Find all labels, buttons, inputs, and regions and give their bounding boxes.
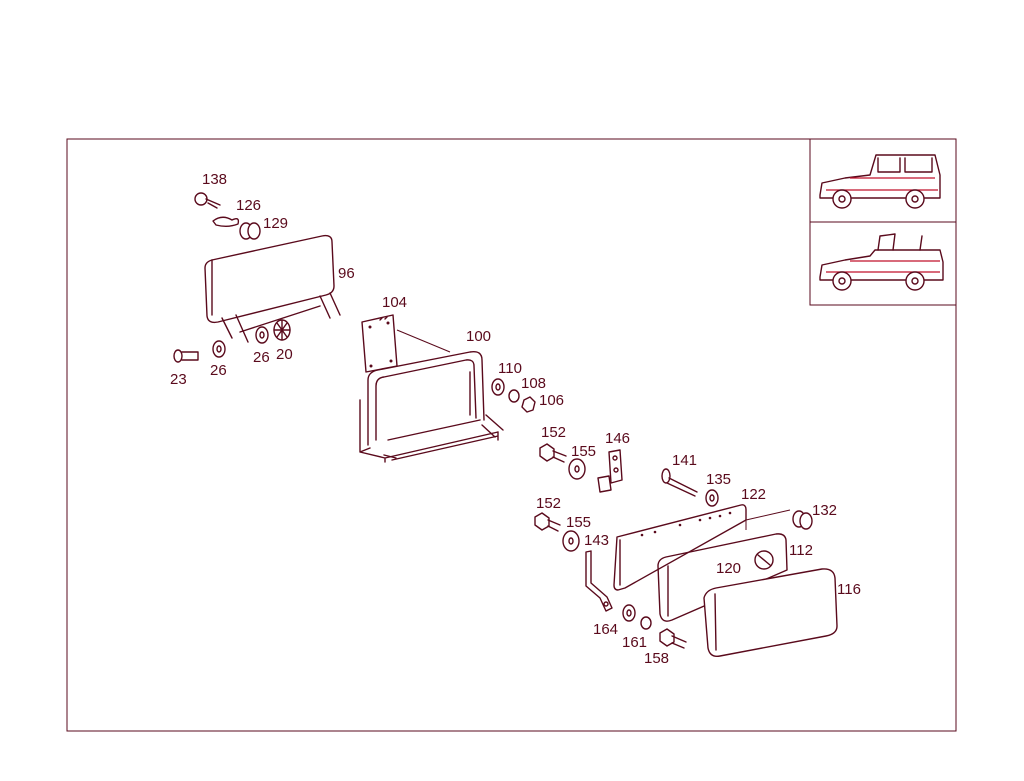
vehicle-hardtop-icon: [819, 154, 941, 209]
gear-20: [273, 319, 291, 341]
lockwasher-108: [508, 389, 520, 403]
label-104: 104: [382, 294, 407, 311]
label-132: 132: [812, 502, 837, 519]
leader-line-104: [396, 329, 451, 353]
label-126: 126: [236, 197, 261, 214]
label-116: 116: [837, 581, 861, 598]
plate-122: [613, 504, 791, 591]
cushion-112: [657, 533, 788, 622]
label-120: 120: [716, 560, 741, 577]
bracket-146: [597, 449, 623, 493]
cover-116: [703, 568, 838, 658]
vehicle-cabrio-icon: [819, 233, 944, 291]
washer-110: [491, 378, 505, 396]
bolt-152a: [539, 443, 567, 463]
label-108: 108: [521, 375, 546, 392]
plate-104: [361, 314, 398, 373]
label-138: 138: [202, 171, 227, 188]
label-96: 96: [338, 265, 355, 282]
label-112: 112: [789, 542, 813, 559]
headrest-cushion-96: [204, 234, 341, 343]
label-155b: 155: [566, 514, 591, 531]
bolt-141: [661, 468, 698, 497]
label-110: 110: [498, 360, 522, 377]
label-164: 164: [593, 621, 618, 638]
bracket-143: [585, 550, 613, 612]
label-161: 161: [622, 634, 647, 651]
washer-26b: [255, 326, 269, 344]
label-20: 20: [276, 346, 293, 363]
label-155a: 155: [571, 443, 596, 460]
label-146: 146: [605, 430, 630, 447]
washer-155b: [562, 530, 580, 552]
screw-138: [194, 192, 221, 209]
label-141: 141: [672, 452, 697, 469]
bolt-152b: [534, 512, 561, 532]
label-143: 143: [584, 532, 609, 549]
part-labels: 138 126 129 96 104 100 23 26 26 20 110 1…: [170, 171, 861, 667]
label-152b: 152: [536, 495, 561, 512]
grommet-132: [792, 510, 813, 530]
label-122: 122: [741, 486, 766, 503]
diagram-frame: [66, 138, 957, 732]
washer-164: [622, 604, 636, 622]
bolt-158: [659, 628, 687, 649]
lockwasher-161: [640, 616, 652, 630]
washer-155a: [568, 458, 586, 480]
washer-26a: [212, 340, 226, 358]
label-26b: 26: [253, 349, 270, 366]
label-135: 135: [706, 471, 731, 488]
label-129: 129: [263, 215, 288, 232]
label-26a: 26: [210, 362, 227, 379]
clip-126: [212, 216, 240, 227]
vehicle-thumbnails: [809, 138, 957, 306]
label-23: 23: [170, 371, 187, 388]
bolt-23: [173, 349, 199, 363]
label-100: 100: [466, 328, 491, 345]
label-106: 106: [539, 392, 564, 409]
label-158: 158: [644, 650, 669, 667]
frame-100: [359, 350, 504, 463]
grommet-129: [239, 222, 261, 240]
nut-106: [521, 396, 536, 413]
washer-135: [705, 489, 719, 507]
label-152a: 152: [541, 424, 566, 441]
